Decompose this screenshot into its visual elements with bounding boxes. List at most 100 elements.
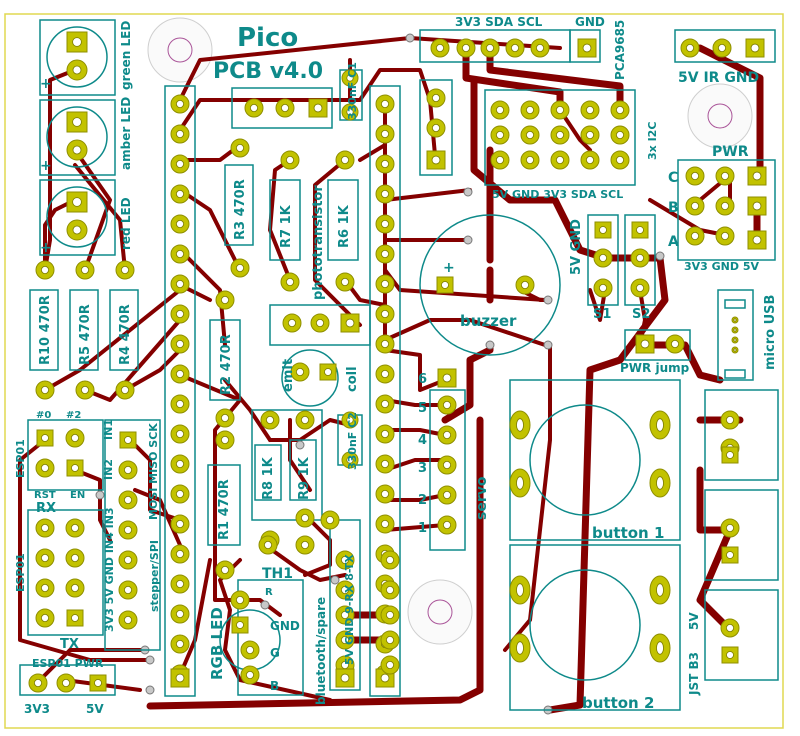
pad-hole <box>586 106 595 115</box>
pad-hole <box>124 465 133 474</box>
r10-label: R10 470R <box>38 295 53 365</box>
led-plus-2: + <box>40 158 52 174</box>
rgb-r-label: R <box>265 587 273 598</box>
pad-hole <box>175 673 185 683</box>
spi-pins-label: MOSI MISO SCK <box>147 423 160 520</box>
silkscreen-text: Pico PCB v4.0 3V3 SDA SCL GND PCA9685 5V… <box>14 15 778 716</box>
pca-gnd-label: GND <box>575 15 605 29</box>
pad-hole <box>220 413 229 422</box>
pad-hole <box>516 641 524 655</box>
pad-hole <box>442 521 451 530</box>
pad-hole <box>536 44 545 53</box>
pad-hole <box>686 44 695 53</box>
pad-hole <box>220 295 229 304</box>
pad-hole <box>380 520 389 529</box>
pad-hole <box>340 155 349 164</box>
pad-hole <box>300 541 309 550</box>
pad-hole <box>175 159 184 168</box>
pwr-jump-label: PWR jump <box>620 361 690 375</box>
pad-hole <box>726 651 734 659</box>
pad-hole <box>556 130 565 139</box>
pad-hole <box>34 679 43 688</box>
pwr-c-label: C <box>668 170 678 186</box>
pad-hole <box>441 281 449 289</box>
r2-label: R2 470R <box>219 334 234 395</box>
pad-hole <box>752 201 762 211</box>
pad-hole <box>586 155 595 164</box>
pad-hole <box>220 435 229 444</box>
pad-hole <box>442 400 451 409</box>
pad-hole <box>380 249 389 258</box>
pad-hole <box>656 476 664 490</box>
pad-hole <box>41 584 50 593</box>
pad-hole <box>442 490 451 499</box>
servo-pin-1: 1 <box>418 521 427 536</box>
pad-hole <box>235 143 244 152</box>
pca-pins-label: 3V3 SDA SCL <box>455 15 543 29</box>
pca-module-label: PCA9685 <box>613 20 627 80</box>
phototransistor-label: phototransistor <box>311 185 326 300</box>
pad-hole <box>726 415 735 424</box>
pad-hole <box>510 44 519 53</box>
pad-hole <box>72 145 82 155</box>
pwr-a-label: A <box>668 234 679 250</box>
board-version: PCB v4.0 <box>213 59 323 84</box>
pad-hole <box>175 550 184 559</box>
pad-hole <box>380 673 390 683</box>
rgb-led-label: RGB LED <box>208 607 226 680</box>
pad-hole <box>726 524 735 533</box>
pad-hole <box>124 586 133 595</box>
green-led-label: green LED <box>119 21 133 90</box>
pad-hole <box>41 524 50 533</box>
pad-hole <box>385 661 394 670</box>
pad-hole <box>124 526 133 535</box>
emit-label: emit <box>281 359 296 392</box>
r8-label: R8 1K <box>261 456 276 500</box>
pwr-5v-label: 5V <box>86 702 104 716</box>
s1-label: S1 <box>593 307 611 322</box>
pad-hole <box>385 611 394 620</box>
pad-hole <box>636 226 644 234</box>
pad-hole <box>750 43 760 53</box>
pad-hole <box>71 464 79 472</box>
pad-hole <box>175 339 184 348</box>
th1-label: TH1 <box>262 566 293 582</box>
pad-hole <box>121 385 130 394</box>
pad-hole <box>385 636 394 645</box>
pad-hole <box>340 636 349 645</box>
pad-hole <box>656 418 664 432</box>
c2-label: 330nF C2 <box>346 412 359 470</box>
pad-hole <box>235 263 244 272</box>
pad-hole <box>636 253 645 262</box>
pad-hole <box>72 197 82 207</box>
pad-hole <box>175 459 184 468</box>
servo-pin-4: 4 <box>418 433 427 448</box>
pad-hole <box>175 489 184 498</box>
pad-hole <box>582 43 592 53</box>
pad-hole <box>345 318 355 328</box>
pad-hole <box>41 463 50 472</box>
pad-hole <box>346 416 354 424</box>
led-plus-3: + <box>40 240 52 256</box>
pad-hole <box>586 130 595 139</box>
pad-hole <box>325 516 334 525</box>
pad-hole <box>733 318 737 322</box>
pad-hole <box>300 415 309 424</box>
pad-hole <box>691 171 700 180</box>
pad-hole <box>636 283 645 292</box>
pad-hole <box>295 367 304 376</box>
jst-label: JST B3 <box>687 652 701 696</box>
pad-hole <box>380 489 389 498</box>
servo-label: servo <box>474 476 490 520</box>
r9-label: R9 1K <box>297 456 312 500</box>
pad-hole <box>733 348 737 352</box>
pad-hole <box>41 385 50 394</box>
pad-hole <box>726 451 734 459</box>
r1-label: R1 470R <box>217 479 232 540</box>
micro-usb-label: micro USB <box>763 295 778 370</box>
pad-hole <box>236 621 244 629</box>
amber-led-label: amber LED <box>119 97 133 170</box>
pad-hole <box>380 189 389 198</box>
buzzer-plus: + <box>443 260 455 276</box>
